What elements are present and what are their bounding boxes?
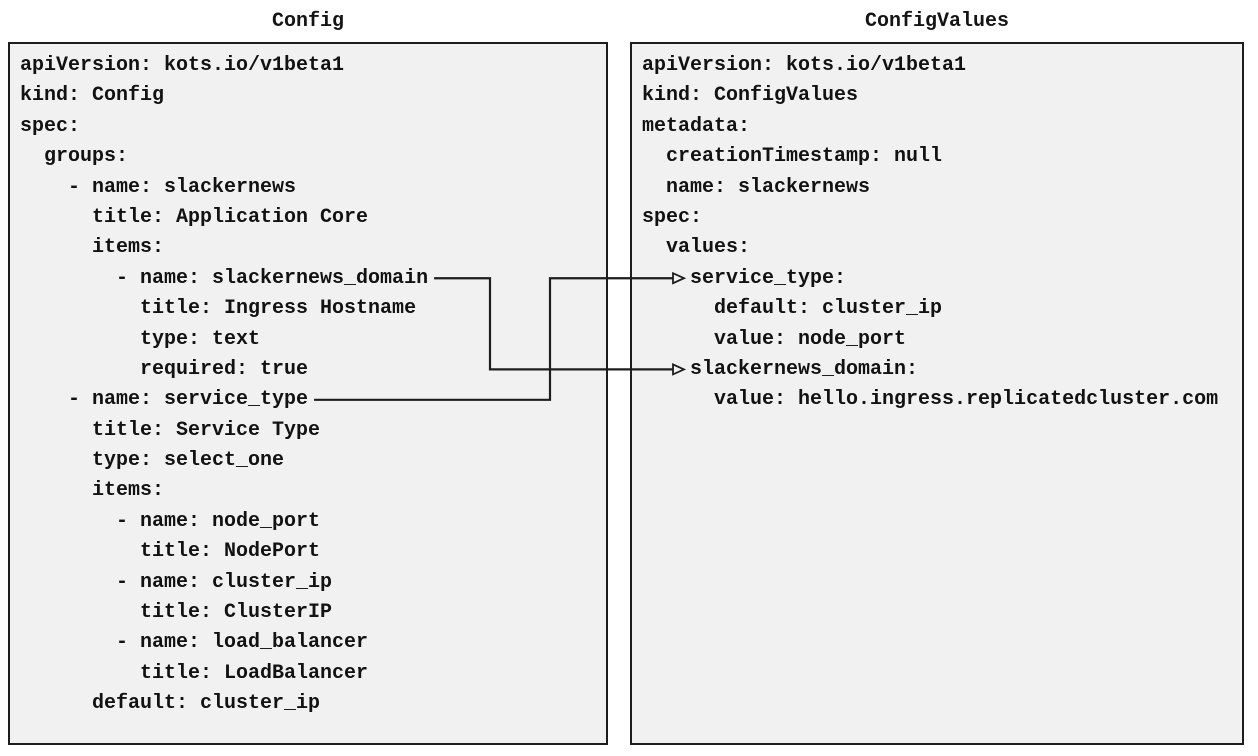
yaml-line: spec: xyxy=(20,112,606,142)
yaml-line: - name: slackernews xyxy=(20,173,606,203)
yaml-line-text: kind: Config xyxy=(20,84,165,108)
yaml-line-text: - name: service_type xyxy=(20,388,309,412)
yaml-line: groups: xyxy=(20,142,606,172)
yaml-line: required: true xyxy=(20,355,606,385)
yaml-line-text: service_type: xyxy=(642,266,847,290)
yaml-line-text: spec: xyxy=(642,205,703,229)
yaml-line-text: type: text xyxy=(20,327,261,351)
yaml-line-text: slackernews_domain: xyxy=(642,357,919,381)
yaml-line: values: xyxy=(642,233,1242,263)
yaml-line: kind: Config xyxy=(20,81,606,111)
yaml-line-text: spec: xyxy=(20,114,81,138)
yaml-line-text: - name: node_port xyxy=(20,509,321,533)
yaml-line: apiVersion: kots.io/v1beta1 xyxy=(642,51,1242,81)
yaml-line-text: - name: slackernews xyxy=(20,175,297,199)
config-yaml-panel: apiVersion: kots.io/v1beta1 kind: Config s… xyxy=(8,42,608,745)
yaml-line-text: groups: xyxy=(20,145,129,169)
yaml-line: default: cluster_ip xyxy=(20,689,606,719)
configvalues-panel-title: ConfigValues xyxy=(864,10,1010,33)
yaml-line-text: title: Ingress Hostname xyxy=(20,297,417,321)
yaml-line-text: default: cluster_ip xyxy=(20,692,321,716)
yaml-line: default: cluster_ip xyxy=(642,294,1242,324)
yaml-line-text: value: hello.ingress.replicatedcluster.c… xyxy=(642,388,1219,412)
yaml-line: items: xyxy=(20,233,606,263)
yaml-line-text: apiVersion: kots.io/v1beta1 xyxy=(642,54,967,77)
yaml-line: type: text xyxy=(20,325,606,355)
yaml-line: metadata: xyxy=(642,112,1242,142)
yaml-line-text: value: node_port xyxy=(642,327,907,351)
yaml-line: value: node_port xyxy=(642,325,1242,355)
yaml-line: apiVersion: kots.io/v1beta1 xyxy=(20,51,606,81)
yaml-line-text: - name: cluster_ip xyxy=(20,570,333,594)
yaml-line-text: required: true xyxy=(20,357,309,381)
yaml-line-text: title: NodePort xyxy=(20,540,321,564)
yaml-line: title: Application Core xyxy=(20,203,606,233)
yaml-line: type: select_one xyxy=(20,446,606,476)
yaml-line-text: title: LoadBalancer xyxy=(20,661,369,685)
yaml-line: title: Ingress Hostname xyxy=(20,294,606,324)
yaml-line: spec: xyxy=(642,203,1242,233)
yaml-line-text: title: Service Type xyxy=(20,418,321,442)
yaml-line: title: Service Type xyxy=(20,416,606,446)
yaml-line: slackernews_domain: xyxy=(642,355,1242,385)
yaml-line: service_type: xyxy=(642,264,1242,294)
yaml-line: creationTimestamp: null xyxy=(642,142,1242,172)
yaml-line: title: ClusterIP xyxy=(20,598,606,628)
yaml-line-text: type: select_one xyxy=(20,449,285,473)
yaml-line-text: items: xyxy=(20,236,165,260)
yaml-line: title: LoadBalancer xyxy=(20,659,606,689)
config-panel-title: Config xyxy=(271,10,344,33)
yaml-line: - name: slackernews_domain xyxy=(20,264,606,294)
yaml-line-text: - name: load_balancer xyxy=(20,631,369,655)
yaml-line-text: items: xyxy=(20,479,165,503)
yaml-line-text: title: ClusterIP xyxy=(20,601,333,625)
yaml-line-text: name: slackernews xyxy=(642,175,871,199)
yaml-line-text: default: cluster_ip xyxy=(642,297,943,321)
yaml-line: - name: cluster_ip xyxy=(20,568,606,598)
yaml-line: name: slackernews xyxy=(642,173,1242,203)
yaml-line: - name: node_port xyxy=(20,507,606,537)
yaml-line: title: NodePort xyxy=(20,537,606,567)
yaml-line: kind: ConfigValues xyxy=(642,81,1242,111)
yaml-line-text: metadata: xyxy=(642,114,751,138)
yaml-line-text: title: Application Core xyxy=(20,205,369,229)
yaml-line-text: values: xyxy=(642,236,751,260)
yaml-line: - name: service_type xyxy=(20,385,606,415)
yaml-line-text: creationTimestamp: null xyxy=(642,145,943,169)
yaml-line-text: - name: slackernews_domain xyxy=(20,266,429,290)
yaml-line: value: hello.ingress.replicatedcluster.c… xyxy=(642,385,1242,415)
yaml-line-text: apiVersion: kots.io/v1beta1 xyxy=(20,54,345,77)
yaml-line: items: xyxy=(20,476,606,506)
yaml-line-text: kind: ConfigValues xyxy=(642,84,859,108)
yaml-line: - name: load_balancer xyxy=(20,628,606,658)
configvalues-yaml-panel: apiVersion: kots.io/v1beta1 kind: ConfigV… xyxy=(630,42,1244,745)
